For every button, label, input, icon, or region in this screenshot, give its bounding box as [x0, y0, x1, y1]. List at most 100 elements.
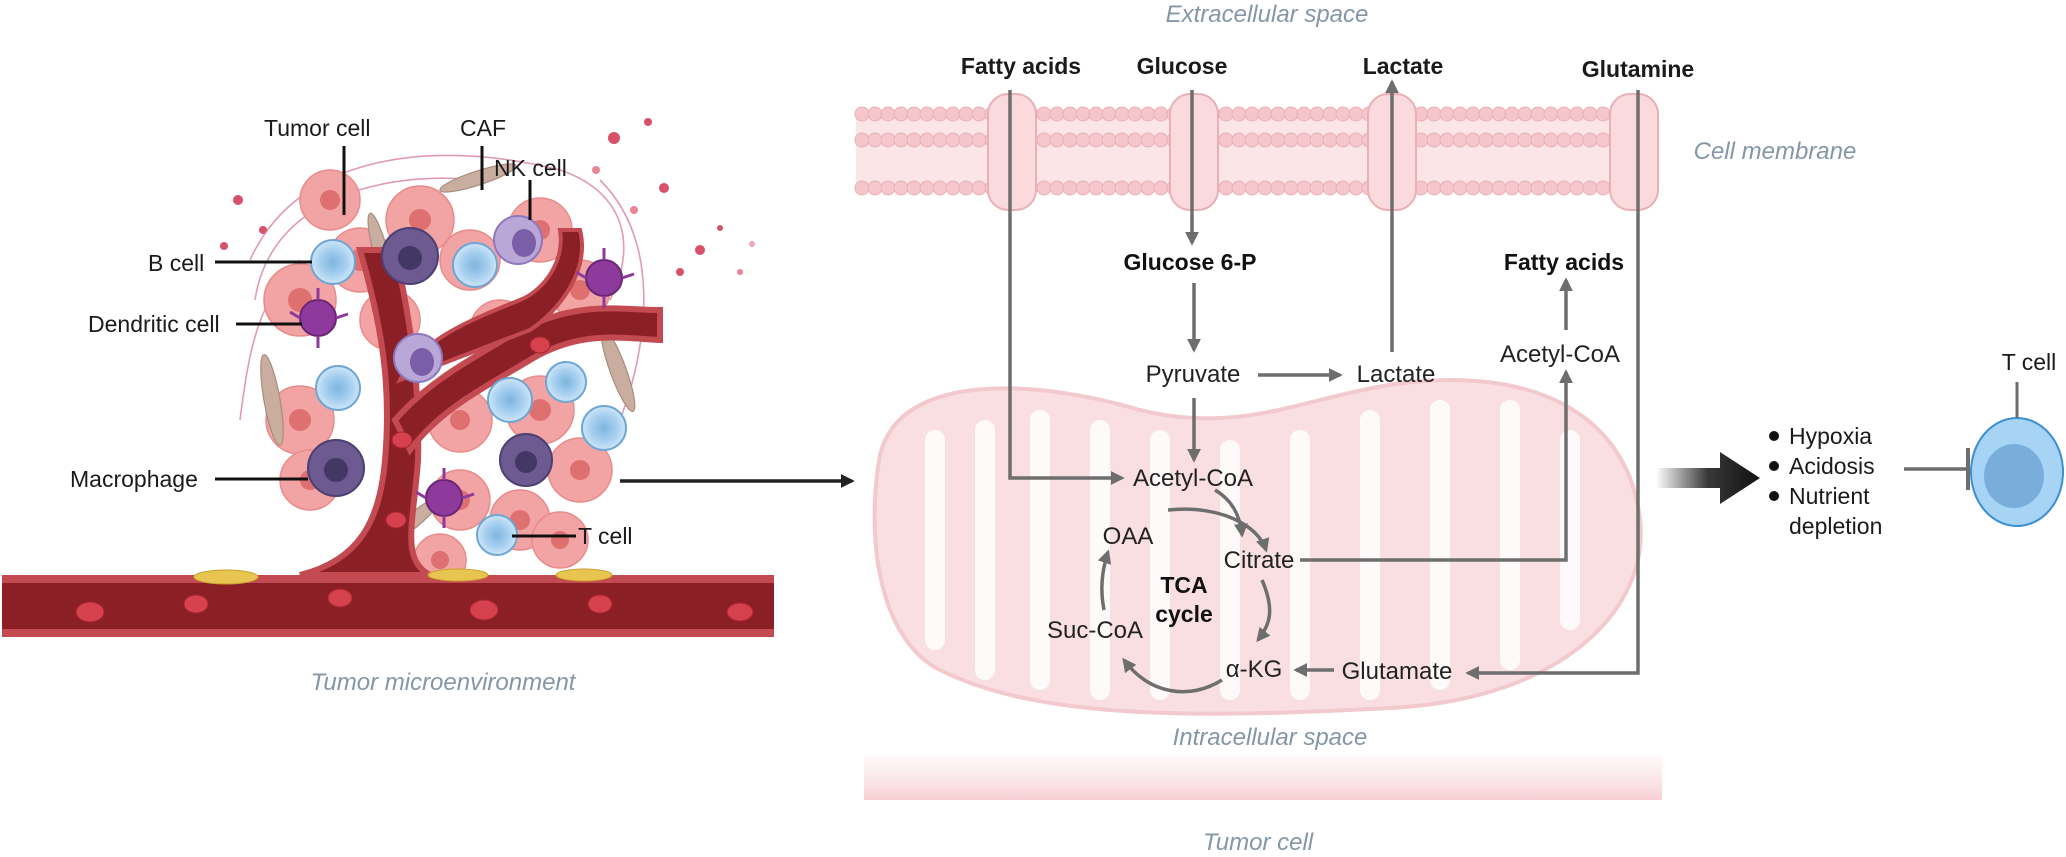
condition-list: Hypoxia Acidosis Nutrient depletion — [1769, 423, 1882, 539]
lipid-head — [1075, 106, 1091, 122]
lipid-head — [1127, 106, 1143, 122]
lipid-head — [1075, 180, 1091, 196]
lipid-head — [1582, 132, 1598, 148]
lipid-head — [1296, 106, 1312, 122]
lipid-head — [867, 132, 883, 148]
lipid-head — [1517, 132, 1533, 148]
lipid-head — [906, 132, 922, 148]
tme-label-t-cell: T cell — [578, 523, 633, 549]
lipid-head — [1335, 106, 1351, 122]
tumor-cell-caption: Tumor cell — [1203, 829, 1314, 856]
lipid-head — [1062, 132, 1078, 148]
lipid-head — [1530, 180, 1546, 196]
lipid-head — [880, 180, 896, 196]
lipid-head — [1075, 132, 1091, 148]
lipid-head — [1348, 106, 1364, 122]
condition-hypoxia: Hypoxia — [1789, 423, 1872, 449]
lipid-head — [1036, 180, 1052, 196]
tme-label-nk-cell: NK cell — [494, 155, 567, 181]
input-glutamine: Glutamine — [1582, 56, 1694, 82]
lipid-head — [1322, 180, 1338, 196]
lipid-head — [1322, 132, 1338, 148]
lipid-head — [1582, 180, 1598, 196]
lipid-head — [867, 106, 883, 122]
lipid-head — [1270, 106, 1286, 122]
lipid-head — [880, 106, 896, 122]
lipid-head — [1244, 180, 1260, 196]
b-cell-sprite — [310, 239, 356, 285]
secreted-factor-dots — [220, 118, 755, 276]
lipid-head — [1257, 180, 1273, 196]
metabolite-citrate: Citrate — [1224, 547, 1295, 574]
lipid-head — [854, 106, 870, 122]
lipid-head — [932, 106, 948, 122]
lipid-head — [1465, 180, 1481, 196]
lipid-head — [958, 180, 974, 196]
lipid-head — [1114, 132, 1130, 148]
pathway-arrows — [1008, 79, 1640, 694]
lipid-head — [893, 132, 909, 148]
lipid-head — [854, 132, 870, 148]
lipid-head — [1439, 106, 1455, 122]
lipid-head — [1517, 180, 1533, 196]
lipid-head — [1283, 106, 1299, 122]
tme-label-tumor-cell: Tumor cell — [264, 115, 371, 141]
lipid-head — [1153, 106, 1169, 122]
lipid-head — [971, 180, 987, 196]
lipid-head — [1504, 106, 1520, 122]
t-cell-sprite — [476, 514, 518, 556]
lipid-head — [1530, 132, 1546, 148]
lipid-head — [1491, 132, 1507, 148]
lipid-head — [1595, 180, 1611, 196]
lipid-head — [1218, 106, 1234, 122]
lipid-head — [1530, 106, 1546, 122]
lipid-head — [1231, 180, 1247, 196]
lipid-head — [1114, 106, 1130, 122]
lipid-head — [1088, 180, 1104, 196]
metabolite-suc-coa: Suc-CoA — [1047, 617, 1143, 644]
condition-acidosis: Acidosis — [1789, 453, 1875, 479]
lipid-head — [1257, 132, 1273, 148]
lipid-head — [958, 106, 974, 122]
lipid-head — [1036, 132, 1052, 148]
lipid-head — [1439, 180, 1455, 196]
lipid-head — [867, 180, 883, 196]
condition-nutrient: Nutrient — [1789, 483, 1870, 509]
metabolite-akg: α-KG — [1226, 656, 1283, 683]
intracellular-space-caption: Intracellular space — [1173, 724, 1368, 751]
lipid-head — [1127, 180, 1143, 196]
metabolite-glucose-6p: Glucose 6-P — [1124, 249, 1257, 275]
lipid-head — [1140, 132, 1156, 148]
lipid-head — [1309, 106, 1325, 122]
metabolite-pyruvate: Pyruvate — [1146, 361, 1241, 388]
lipid-head — [1218, 132, 1234, 148]
lipid-head — [1140, 180, 1156, 196]
tumor-microenvironment-illustration: Tumor cell CAF NK cell B cell Dendritic … — [2, 115, 774, 696]
lipid-head — [1283, 132, 1299, 148]
cell-membrane-caption: Cell membrane — [1694, 138, 1857, 165]
lipid-head — [1049, 132, 1065, 148]
lipid-head — [1348, 132, 1364, 148]
lipid-head — [1101, 180, 1117, 196]
metabolite-glutamate: Glutamate — [1342, 658, 1453, 685]
lipid-head — [1478, 180, 1494, 196]
lipid-head — [1335, 132, 1351, 148]
lipid-head — [1569, 180, 1585, 196]
lipid-head — [1049, 180, 1065, 196]
lipid-head — [1543, 180, 1559, 196]
lipid-head — [1582, 106, 1598, 122]
lipid-head — [906, 180, 922, 196]
membrane-transporters — [987, 93, 1659, 211]
lipid-head — [1244, 132, 1260, 148]
lipid-head — [1049, 106, 1065, 122]
lipid-head — [1595, 132, 1611, 148]
lipid-head — [1556, 132, 1572, 148]
lipid-head — [1309, 180, 1325, 196]
lipid-head — [1556, 106, 1572, 122]
metabolite-lactate: Lactate — [1357, 361, 1436, 388]
cell-membrane — [854, 93, 1659, 211]
lipid-head — [1257, 106, 1273, 122]
lipid-head — [1062, 106, 1078, 122]
lipid-head — [1153, 132, 1169, 148]
